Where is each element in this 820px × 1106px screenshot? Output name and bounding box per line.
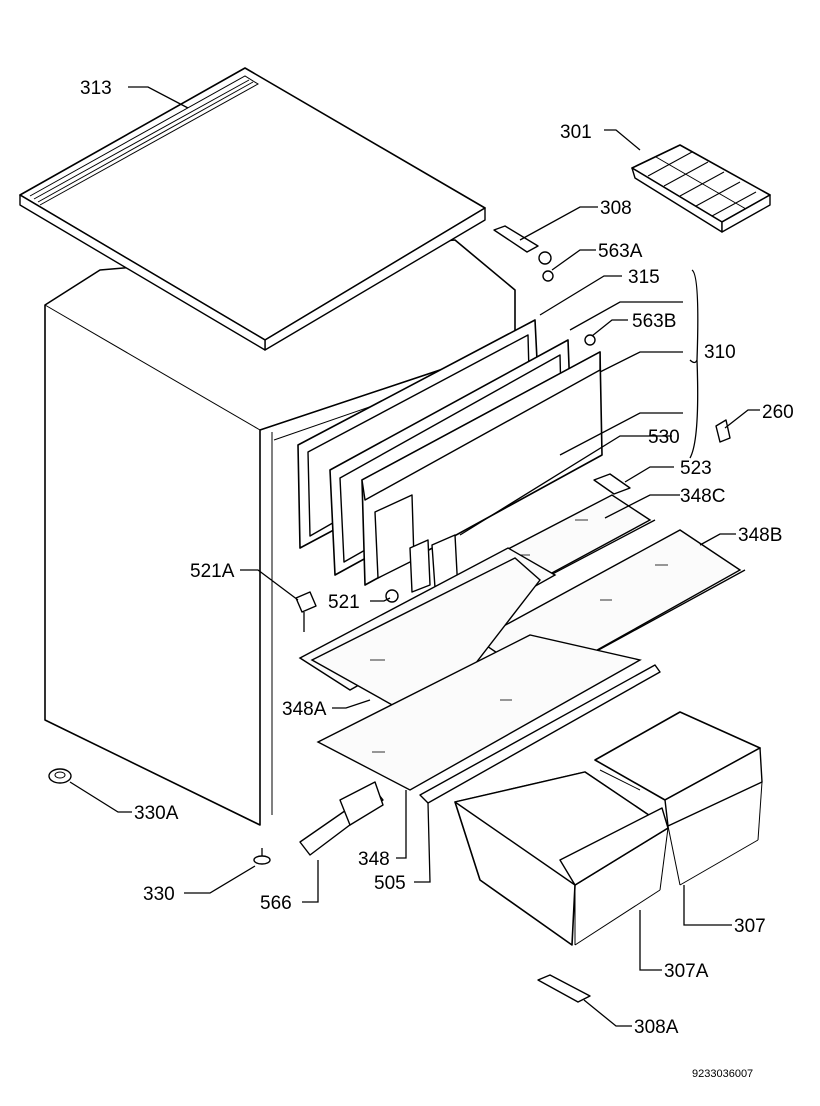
crisper-drawer-307 bbox=[594, 711, 763, 886]
bushing-521 bbox=[385, 589, 399, 603]
label-301: 301 bbox=[560, 122, 592, 143]
part-labels: 313 301 308 563A 315 563B 310 260 530 52… bbox=[80, 78, 794, 1080]
label-530: 530 bbox=[648, 427, 680, 448]
label-308a: 308A bbox=[634, 1017, 679, 1038]
foot-330a bbox=[48, 768, 72, 784]
label-505: 505 bbox=[374, 873, 406, 894]
label-521: 521 bbox=[328, 592, 360, 613]
label-563b: 563B bbox=[632, 311, 676, 332]
screw-563b bbox=[584, 334, 596, 346]
latch-523 bbox=[593, 473, 631, 495]
screw-563a bbox=[542, 270, 554, 282]
ice-tray-301 bbox=[631, 144, 771, 233]
freezer-door-310 bbox=[361, 351, 603, 586]
label-307a: 307A bbox=[664, 961, 709, 982]
clip-260 bbox=[715, 419, 731, 443]
hinge-pin-521a bbox=[295, 591, 317, 632]
label-330a: 330A bbox=[134, 803, 179, 824]
label-348a: 348A bbox=[282, 699, 327, 720]
drawing-code: 9233036007 bbox=[692, 1068, 753, 1080]
handle-566 bbox=[299, 781, 384, 856]
label-523: 523 bbox=[680, 458, 712, 479]
glass-plate-348 bbox=[316, 634, 642, 791]
bracket-310 bbox=[689, 269, 699, 459]
label-563a: 563A bbox=[598, 241, 643, 262]
top-cover-313 bbox=[19, 67, 486, 351]
glass-shelf-348a bbox=[298, 547, 557, 726]
label-308: 308 bbox=[600, 198, 632, 219]
hinge-308a bbox=[537, 974, 591, 1003]
label-310: 310 bbox=[704, 342, 736, 363]
adjustable-foot-330 bbox=[253, 848, 271, 865]
label-348: 348 bbox=[358, 849, 390, 870]
label-348b: 348B bbox=[738, 525, 782, 546]
label-315: 315 bbox=[628, 267, 660, 288]
label-521a: 521A bbox=[190, 561, 235, 582]
label-307: 307 bbox=[734, 916, 766, 937]
hinge-308 bbox=[493, 225, 552, 265]
crisper-drawer-307a bbox=[454, 771, 669, 946]
label-330: 330 bbox=[143, 884, 175, 905]
label-260: 260 bbox=[762, 402, 794, 423]
leader-lines bbox=[69, 86, 760, 1027]
label-348c: 348C bbox=[680, 486, 725, 507]
trim-strip-505 bbox=[419, 664, 661, 804]
label-566: 566 bbox=[260, 893, 292, 914]
label-313: 313 bbox=[80, 78, 112, 99]
